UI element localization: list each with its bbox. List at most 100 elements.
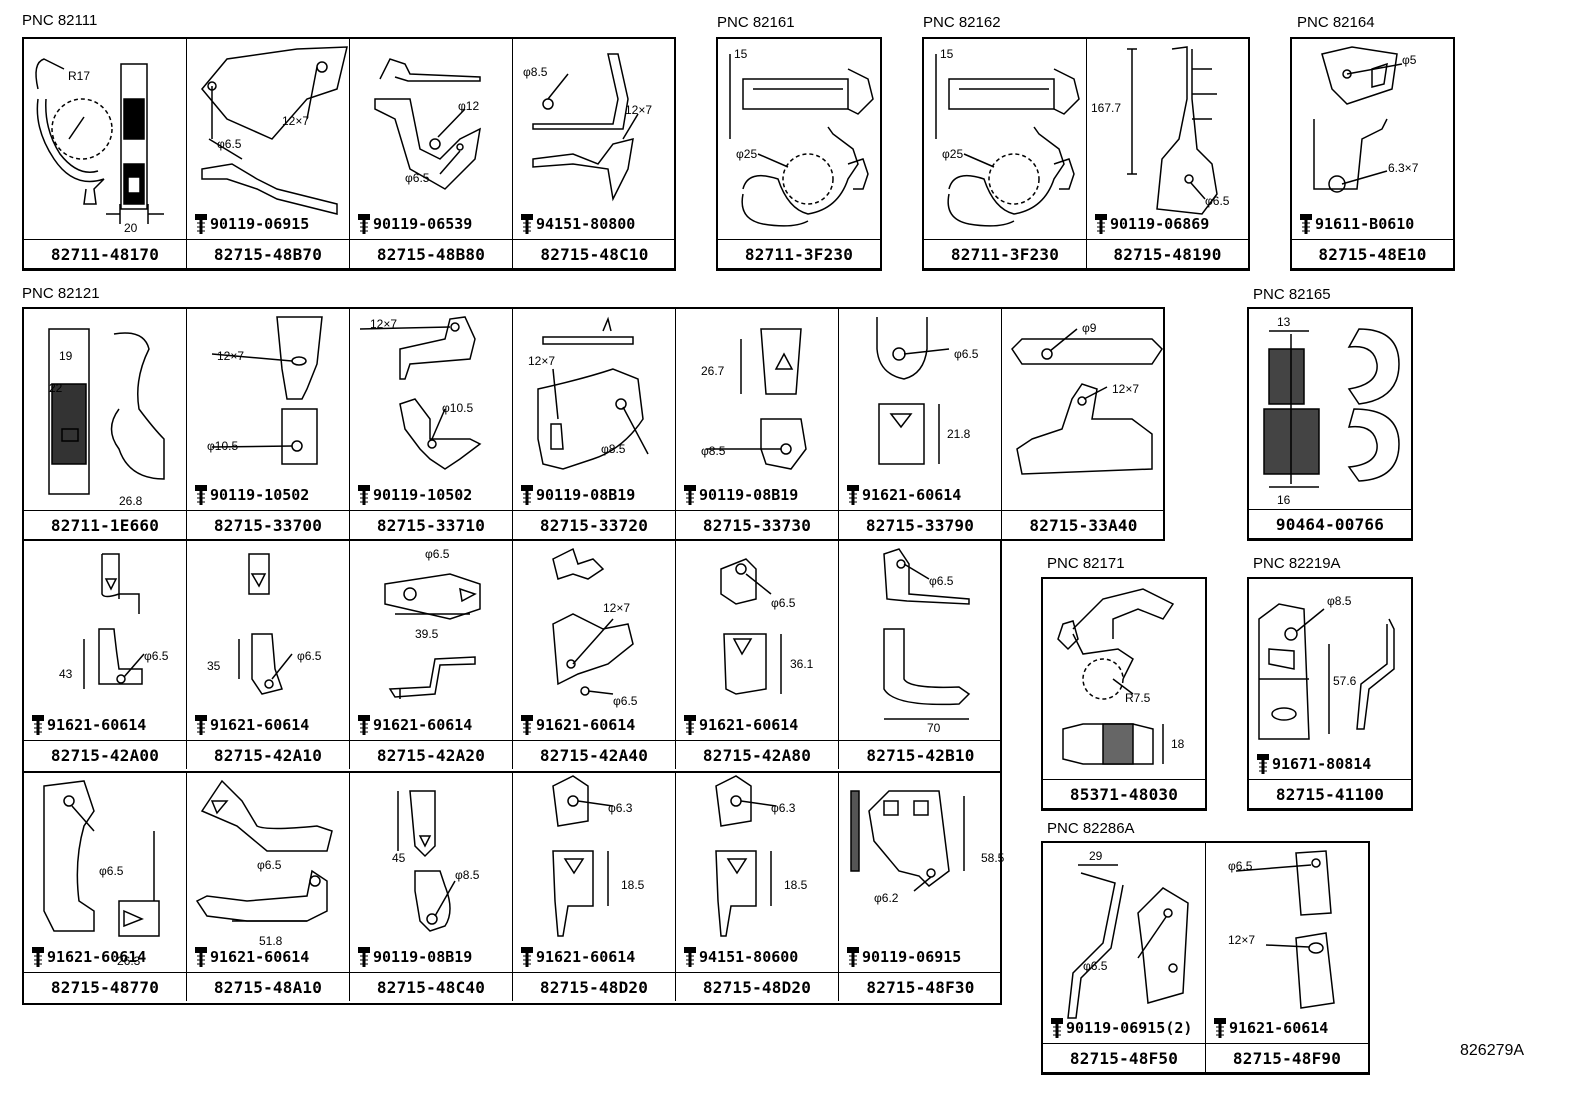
dimension-label: φ6.3 — [771, 801, 796, 815]
dimension-label: 57.6 — [1333, 674, 1357, 688]
dimension-label: 12×7 — [370, 317, 398, 331]
part-number: 82715-48B70 — [187, 239, 349, 268]
part-number: 82715-48D20 — [676, 972, 838, 1001]
group-82286A: 29 φ6.5 90119-06915(2) 82715-48F50 φ6.5 … — [1041, 841, 1370, 1075]
dimension-label: 12×7 — [603, 601, 631, 615]
part-number: 82715-42A80 — [676, 740, 838, 769]
bolt-callout: 91621-60614 — [845, 484, 961, 506]
dimension-label: 22 — [49, 381, 63, 395]
part-drawing — [48, 328, 165, 495]
dimension-label: φ6.5 — [1205, 194, 1230, 208]
dimension-label: φ6.5 — [217, 137, 242, 151]
part-cell[interactable]: R7.5 18 85371-48030 — [1043, 579, 1205, 809]
part-drawing — [43, 780, 160, 937]
bolt-callout: 91621-60614 — [1212, 1017, 1328, 1039]
bolt-callout: 91621-60614 — [30, 714, 146, 736]
clamp-drawing — [729, 54, 874, 227]
part-drawing — [706, 328, 807, 470]
part-cell[interactable]: φ6.5 12×7 90119-06915 82715-48B70 — [187, 39, 350, 269]
part-number: 82715-48A10 — [187, 972, 349, 1001]
dimension-label: φ6.5 — [405, 171, 430, 185]
dimension-label: 43 — [59, 667, 73, 681]
part-cell[interactable]: 13 16 90464-00766 — [1249, 309, 1411, 539]
bolt-callout: 91621-60614 — [30, 946, 146, 968]
dimension-label: 12×7 — [282, 114, 310, 128]
part-cell[interactable]: φ5 6.3×7 91611-B0610 82715-48E10 — [1292, 39, 1453, 269]
bolt-icon — [1300, 214, 1312, 234]
part-number: 82715-48F50 — [1043, 1043, 1205, 1072]
part-number: 82715-48C10 — [513, 239, 676, 268]
pnc-label-82164: PNC 82164 — [1297, 14, 1375, 31]
dimension-label: 18.5 — [784, 878, 808, 892]
bolt-icon — [521, 214, 533, 234]
bolt-icon — [358, 485, 370, 505]
bolt-callout: 91621-60614 — [519, 946, 635, 968]
dimension-label: 15 — [940, 47, 954, 61]
part-cell[interactable]: 29 φ6.5 90119-06915(2) 82715-48F50 — [1043, 843, 1206, 1073]
clip-drawing — [1263, 328, 1400, 488]
part-cell[interactable]: φ12 φ6.5 90119-06539 82715-48B80 — [350, 39, 513, 269]
part-cell[interactable]: φ8.5 57.6 91671-80814 82715-41100 — [1249, 579, 1411, 809]
group-82164: φ5 6.3×7 91611-B0610 82715-48E10 — [1290, 37, 1455, 271]
group-82219A: φ8.5 57.6 91671-80814 82715-41100 — [1247, 577, 1413, 811]
part-drawing — [83, 553, 145, 689]
bolt-icon — [195, 715, 207, 735]
part-drawing — [1011, 328, 1163, 475]
bolt-callout: 91611-B0610 — [1298, 213, 1414, 235]
dimension-label: 12×7 — [1112, 382, 1140, 396]
bracket-drawing — [532, 53, 639, 202]
bolt-icon — [195, 214, 207, 234]
bolt-callout: 90119-10502 — [193, 484, 309, 506]
dimension-label: 18.5 — [621, 878, 645, 892]
dimension-label: φ6.5 — [425, 547, 450, 561]
dimension-label: φ6.5 — [297, 649, 322, 663]
dimension-label: R17 — [68, 69, 91, 83]
part-number: 82711-48170 — [24, 239, 186, 268]
part-number: 82715-48E10 — [1292, 239, 1453, 268]
bolt-icon — [1214, 1018, 1226, 1038]
part-cell[interactable]: φ8.5 12×7 94151-80800 82715-48C10 — [513, 39, 676, 269]
part-cell[interactable]: 167.7 φ6.5 90119-06869 82715-48190 — [1087, 39, 1248, 269]
bolt-icon — [358, 947, 370, 967]
part-cell[interactable]: φ6.5 12×7 91621-60614 82715-48F90 — [1206, 843, 1368, 1073]
dimension-label: φ25 — [736, 147, 758, 161]
part-number: 82711-1E660 — [24, 510, 186, 539]
dimension-label: φ8.5 — [455, 868, 480, 882]
part-cell[interactable]: R17 20 82711-48170 — [24, 39, 187, 269]
bolt-icon — [32, 715, 44, 735]
bolt-callout: 91621-60614 — [356, 714, 472, 736]
part-cell[interactable]: 15 φ25 82711-3F230 — [924, 39, 1087, 269]
bolt-icon — [847, 485, 859, 505]
bolt-icon — [521, 715, 533, 735]
dimension-label: R7.5 — [1125, 691, 1151, 705]
part-number: 82715-33720 — [513, 510, 675, 539]
part-drawing — [720, 558, 782, 695]
bolt-callout: 94151-80600 — [682, 946, 798, 968]
bolt-callout: 90119-10502 — [356, 484, 472, 506]
part-cell[interactable]: φ6.3 18.5 94151-80600 82715-48D20 — [676, 771, 839, 1001]
bracket-drawing — [1127, 46, 1218, 215]
part-cell[interactable]: 15 φ25 82711-3F230 — [718, 39, 880, 269]
bolt-callout: 90119-06869 — [1093, 213, 1209, 235]
pnc-label-82171: PNC 82171 — [1047, 555, 1125, 572]
